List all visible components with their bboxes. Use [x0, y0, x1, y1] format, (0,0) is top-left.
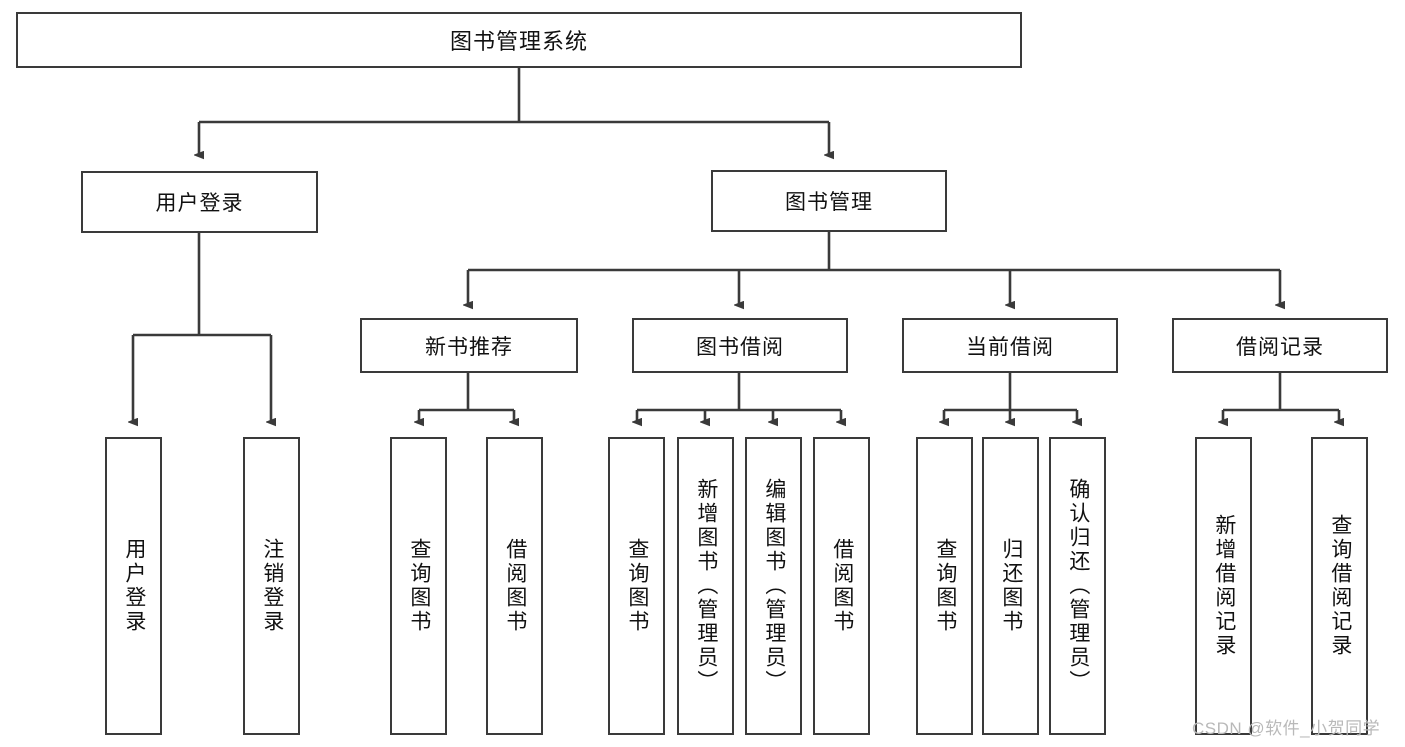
- leaf-label: 确认归还（管理员）: [1066, 478, 1090, 694]
- leaf-label: 查询图书: [933, 538, 957, 634]
- leaf-current-borrow-query-book[interactable]: 查询图书: [916, 437, 973, 735]
- leaf-user-login-login[interactable]: 用户登录: [105, 437, 162, 735]
- node-book-borrow[interactable]: 图书借阅: [632, 318, 848, 373]
- node-user-login[interactable]: 用户登录: [81, 171, 318, 233]
- node-book-management[interactable]: 图书管理: [711, 170, 947, 232]
- leaf-book-borrow-edit-book-admin[interactable]: 编辑图书（管理员）: [745, 437, 802, 735]
- node-label: 图书管理系统: [449, 29, 588, 54]
- node-label: 用户登录: [155, 192, 244, 215]
- leaf-user-login-logout[interactable]: 注销登录: [243, 437, 300, 735]
- leaf-book-borrow-borrow-book[interactable]: 借阅图书: [813, 437, 870, 735]
- leaf-label: 注销登录: [260, 538, 284, 634]
- leaf-current-borrow-return-book[interactable]: 归还图书: [982, 437, 1039, 735]
- leaf-label: 查询图书: [625, 538, 649, 634]
- node-label: 新书推荐: [425, 335, 513, 359]
- node-current-borrow[interactable]: 当前借阅: [902, 318, 1118, 373]
- node-label: 借阅记录: [1236, 335, 1324, 359]
- leaf-label: 查询借阅记录: [1328, 514, 1352, 658]
- node-root-book-management-system[interactable]: 图书管理系统: [16, 12, 1022, 68]
- leaf-label: 用户登录: [122, 538, 146, 634]
- node-label: 图书借阅: [696, 335, 784, 359]
- node-borrow-record[interactable]: 借阅记录: [1172, 318, 1388, 373]
- leaf-label: 借阅图书: [830, 538, 854, 634]
- leaf-new-book-query-book[interactable]: 查询图书: [390, 437, 447, 735]
- leaf-borrow-record-query-record[interactable]: 查询借阅记录: [1311, 437, 1368, 735]
- leaf-label: 借阅图书: [503, 538, 527, 634]
- leaf-label: 归还图书: [999, 538, 1023, 634]
- leaf-book-borrow-query-book[interactable]: 查询图书: [608, 437, 665, 735]
- leaf-label: 新增图书（管理员）: [694, 478, 718, 694]
- node-new-book-recommend[interactable]: 新书推荐: [360, 318, 578, 373]
- leaf-current-borrow-confirm-return-admin[interactable]: 确认归还（管理员）: [1049, 437, 1106, 735]
- node-label: 图书管理: [785, 191, 873, 214]
- leaf-new-book-borrow-book[interactable]: 借阅图书: [486, 437, 543, 735]
- leaf-label: 查询图书: [407, 538, 431, 634]
- leaf-book-borrow-add-book-admin[interactable]: 新增图书（管理员）: [677, 437, 734, 735]
- leaf-label: 新增借阅记录: [1212, 514, 1236, 658]
- watermark: CSDN @软件_小贺同学: [1192, 719, 1381, 738]
- node-label: 当前借阅: [966, 335, 1054, 359]
- leaf-label: 编辑图书（管理员）: [762, 478, 786, 694]
- leaf-borrow-record-add-record[interactable]: 新增借阅记录: [1195, 437, 1252, 735]
